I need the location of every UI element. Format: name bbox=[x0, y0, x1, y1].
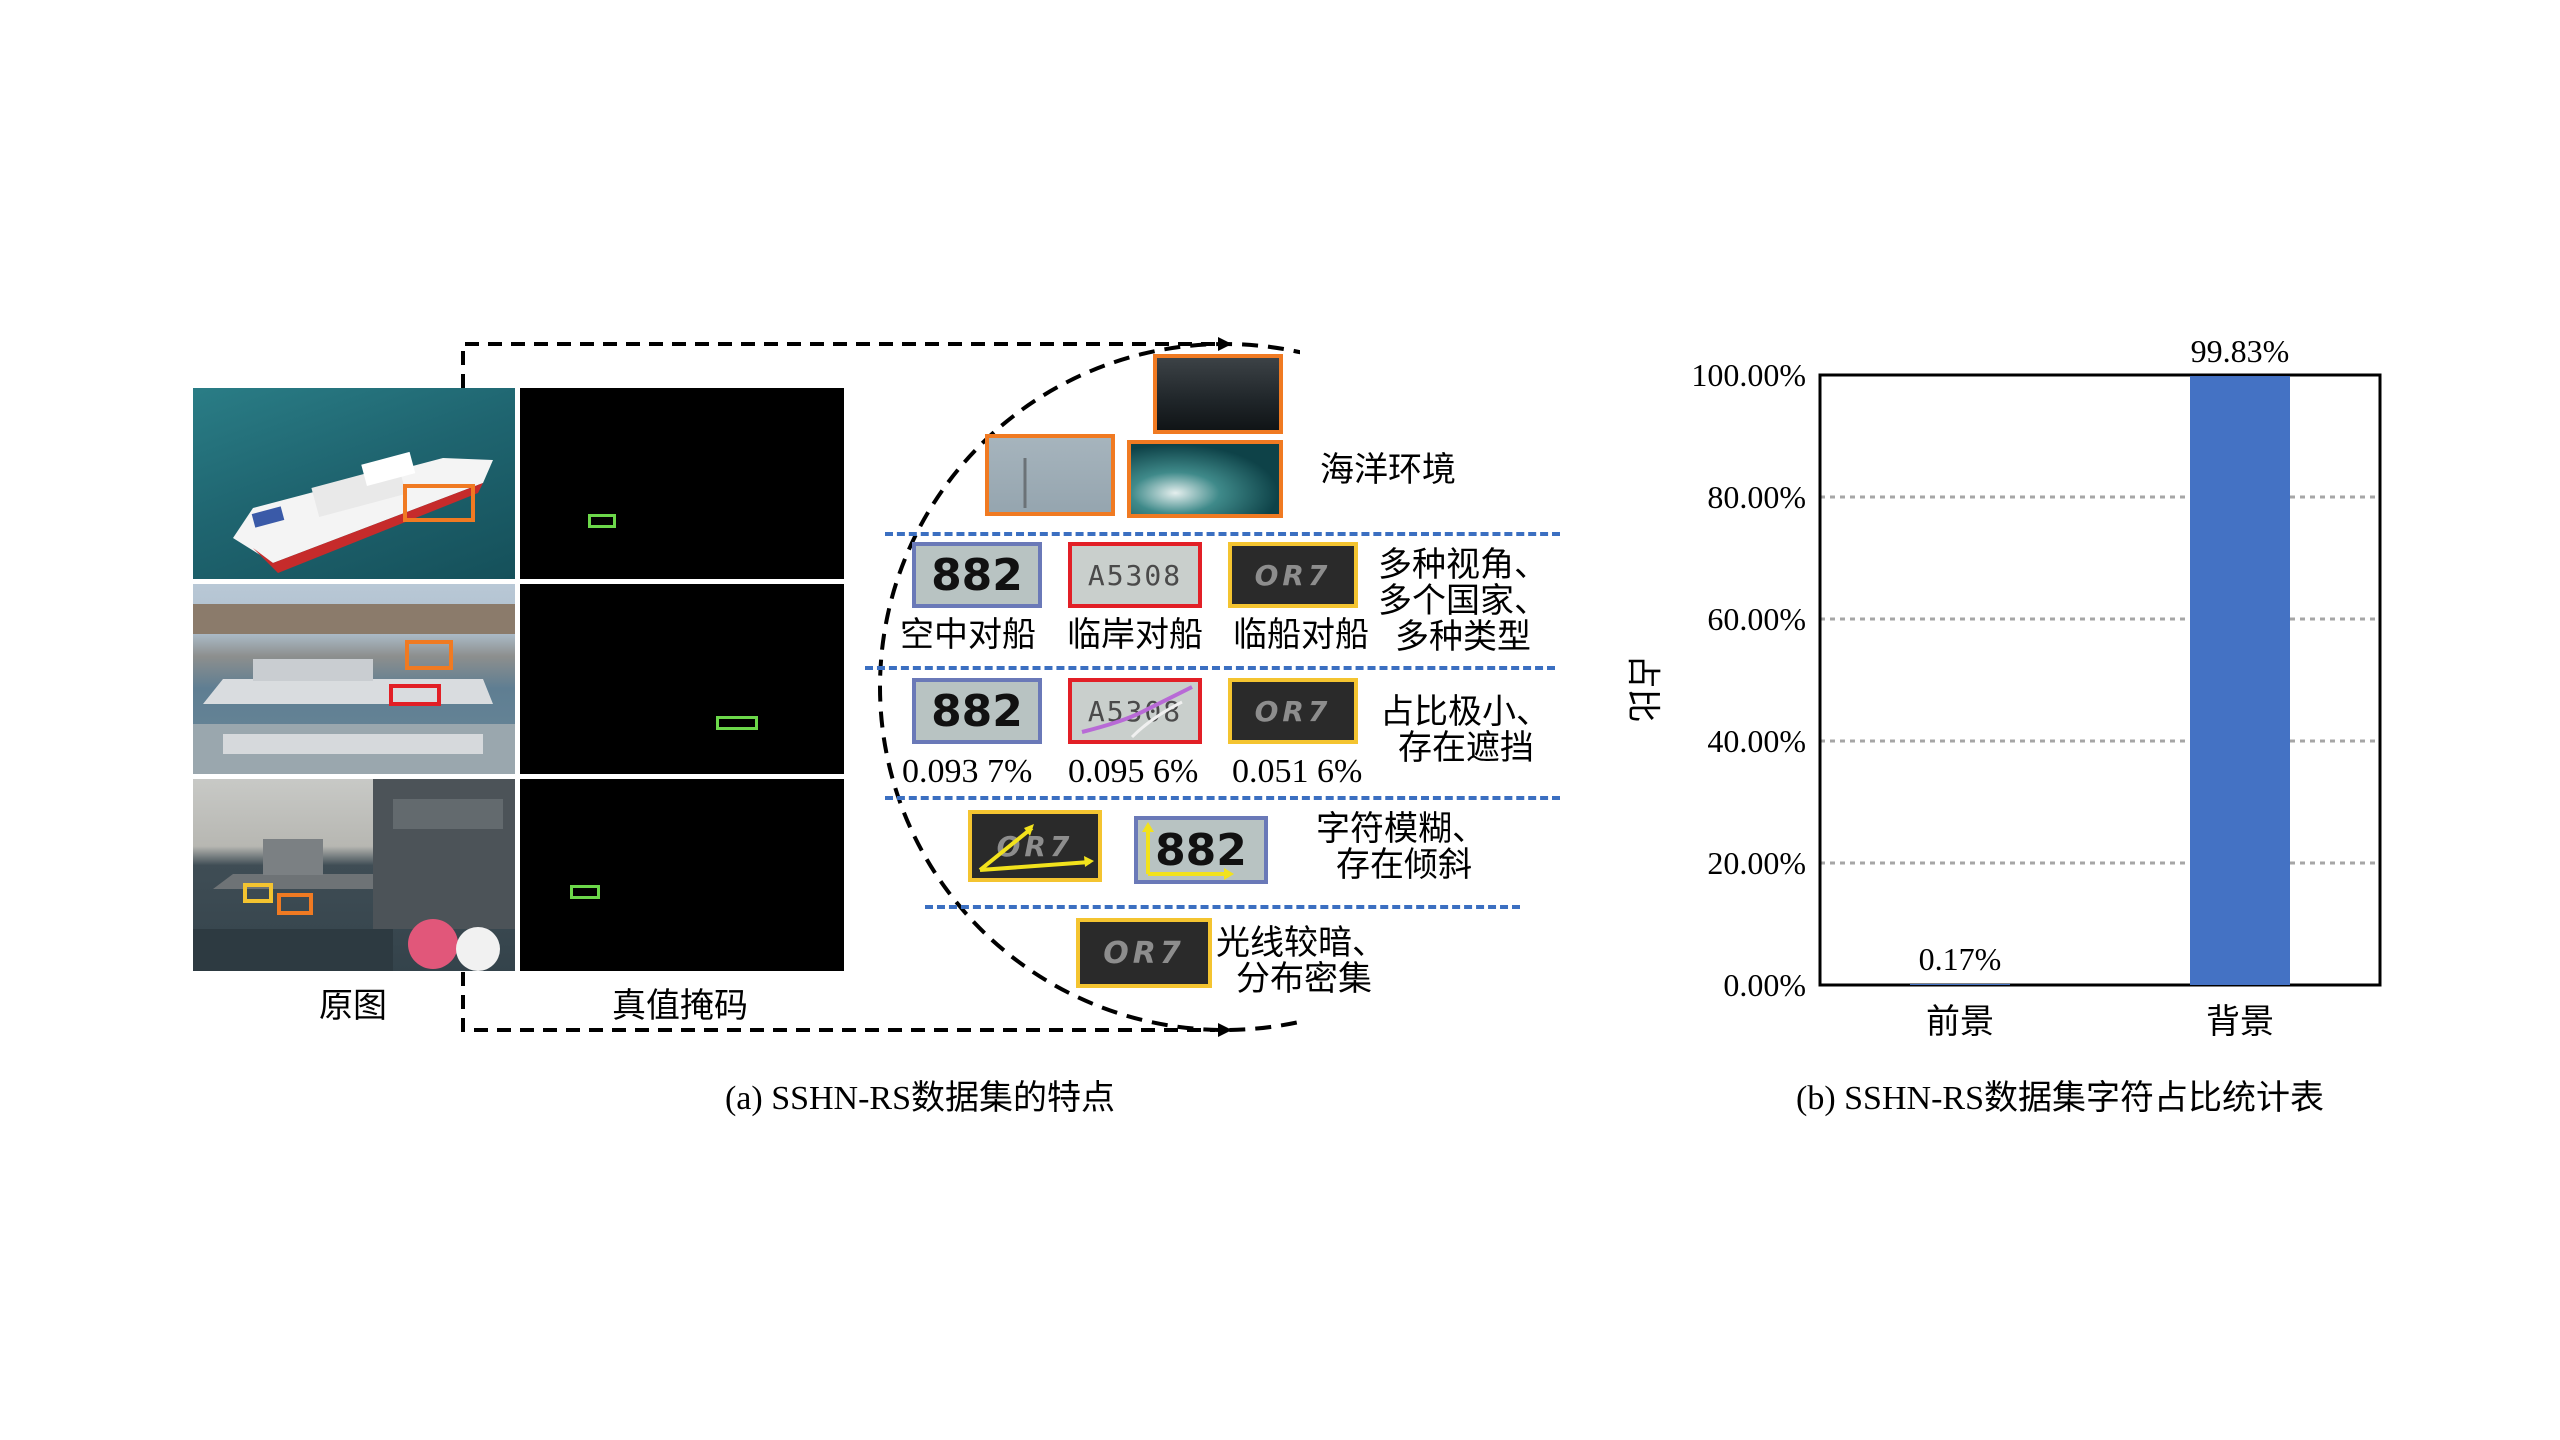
tilt-arrows-2 bbox=[1142, 822, 1234, 880]
col-label-original: 原图 bbox=[319, 988, 387, 1025]
ocean-env-label: 海洋环境 bbox=[1320, 452, 1456, 489]
ratio-2: 0.095 6% bbox=[1068, 753, 1199, 790]
bar-chart: 0.00% 20.00% 40.00% 60.00% 80.00% 100.00% 0.17… bbox=[1691, 333, 2382, 1040]
original-image-3 bbox=[193, 779, 515, 971]
plate-or7-tilted: OR7 bbox=[968, 810, 1102, 882]
plate-a53-occluded: A5308 bbox=[1068, 678, 1202, 744]
blur-text-box bbox=[243, 883, 273, 903]
bar-2 bbox=[2190, 376, 2290, 985]
data-label-2: 99.83% bbox=[2191, 333, 2290, 369]
multi-line-1: 多种视角、 bbox=[1378, 547, 1548, 584]
multi-line-2: 多个国家、 bbox=[1378, 583, 1548, 620]
ratio-3: 0.051 6% bbox=[1232, 753, 1363, 790]
y-tick-label: 80.00% bbox=[1707, 479, 1806, 515]
y-tick-label: 20.00% bbox=[1707, 845, 1806, 881]
section-divider-4 bbox=[925, 905, 1520, 909]
small-line-2: 存在遮挡 bbox=[1398, 730, 1534, 767]
plate-882-tilted: 882 bbox=[1134, 816, 1268, 884]
blur-line-1: 字符模糊、 bbox=[1316, 811, 1486, 848]
mask-char-box-2 bbox=[716, 716, 758, 730]
gt-mask-2 bbox=[520, 584, 844, 774]
y-tick-label: 60.00% bbox=[1707, 601, 1806, 637]
y-tick-label: 100.00% bbox=[1691, 357, 1806, 393]
connector-arrows bbox=[461, 337, 1300, 1037]
dark-line-1: 光线较暗、 bbox=[1216, 925, 1386, 962]
sub-caption-b: (b) SSHN-RS数据集字符占比统计表 bbox=[1796, 1080, 2324, 1117]
section-divider-3 bbox=[885, 796, 1560, 800]
ocean-tile-night bbox=[1153, 354, 1283, 434]
hull-number-box bbox=[389, 684, 441, 706]
plate-882-ratio: 882 bbox=[912, 678, 1042, 744]
gt-mask-3 bbox=[520, 779, 844, 971]
view-label-ship: 临船对船 bbox=[1233, 617, 1369, 654]
sub-caption-a: (a) SSHN-RS数据集的特点 bbox=[724, 1080, 1116, 1117]
plate-or7-dark: OR7 bbox=[1076, 918, 1212, 988]
plot-frame bbox=[1818, 373, 2382, 987]
multi-line-3: 多种类型 bbox=[1395, 619, 1531, 656]
chart-ylabel: 占比 bbox=[1623, 654, 1661, 723]
original-image-1 bbox=[193, 388, 515, 579]
tilt-arrows-1 bbox=[978, 824, 1094, 872]
ocean-tile-mast bbox=[985, 434, 1115, 516]
plate-or7-ship: OR7 bbox=[1228, 542, 1358, 608]
mask-char-box-1 bbox=[588, 514, 616, 528]
dark-line-2: 分布密集 bbox=[1236, 961, 1372, 998]
blur-line-2: 存在倾斜 bbox=[1336, 847, 1472, 884]
harbor-illustration bbox=[193, 604, 515, 774]
small-line-1: 占比极小、 bbox=[1380, 694, 1550, 731]
section-divider-1 bbox=[885, 532, 1560, 536]
gt-mask-1 bbox=[520, 388, 844, 579]
plate-882-aerial: 882 bbox=[912, 542, 1042, 608]
x-tick-label-2: 背景 bbox=[2206, 1003, 2274, 1040]
col-label-mask: 真值掩码 bbox=[612, 988, 748, 1025]
plate-a53-shore: A5308 bbox=[1068, 542, 1202, 608]
view-label-shore: 临岸对船 bbox=[1067, 617, 1203, 654]
occlusion-rope bbox=[1081, 685, 1193, 739]
ocean-region-box bbox=[403, 484, 475, 522]
data-label-1: 0.17% bbox=[1919, 941, 2002, 977]
y-tick-label: 40.00% bbox=[1707, 723, 1806, 759]
y-tick-label: 0.00% bbox=[1723, 967, 1806, 1003]
ocean-region-box-2 bbox=[405, 640, 453, 670]
ratio-1: 0.093 7% bbox=[902, 753, 1033, 790]
view-label-aerial: 空中对船 bbox=[900, 617, 1036, 654]
ocean-region-box-3 bbox=[277, 893, 313, 915]
bar-1 bbox=[1910, 983, 2010, 985]
x-tick-label-1: 前景 bbox=[1926, 1003, 1994, 1040]
plate-or7-ratio: OR7 bbox=[1228, 678, 1358, 744]
original-image-2 bbox=[193, 584, 515, 774]
plate-882-tilted-text: 882 bbox=[1155, 824, 1247, 876]
mask-char-box-3 bbox=[570, 885, 600, 899]
ocean-tile-waves bbox=[1127, 440, 1283, 518]
section-divider-2 bbox=[865, 666, 1555, 670]
